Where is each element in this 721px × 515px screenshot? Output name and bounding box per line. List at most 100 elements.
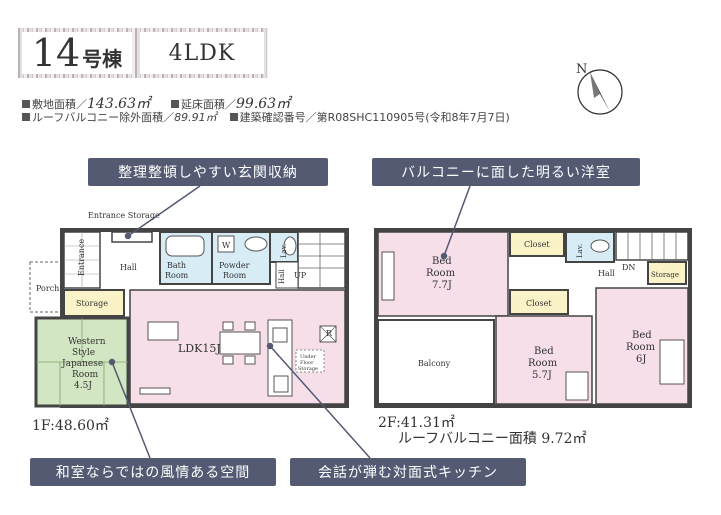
land-area-value: 143.63㎡ bbox=[87, 96, 150, 112]
label-jp-3: Japanese bbox=[61, 359, 103, 369]
label-closet-2: Closet bbox=[526, 299, 552, 308]
compass-icon: N bbox=[576, 62, 623, 115]
storage-2f bbox=[647, 261, 687, 285]
label-bed2-2: Room bbox=[528, 358, 558, 369]
label-entrance: Entrance bbox=[77, 239, 86, 276]
label-entrance-storage: Entrance Storage bbox=[88, 211, 160, 220]
label-jp-5: 4.5J bbox=[74, 381, 92, 391]
label-bath-2: Room bbox=[165, 271, 189, 280]
ldk-room bbox=[129, 289, 346, 405]
hall-small-1f bbox=[275, 261, 299, 289]
spec-line-2: ルーフバルコニー除外面積／89.91㎡ 建築確認番号／第R08SHC110905… bbox=[22, 109, 510, 125]
callout-japanese-room: 和室ならではの風情ある空間 bbox=[30, 458, 276, 486]
label-bed3-2: Room bbox=[626, 342, 656, 353]
bedroom-2 bbox=[495, 315, 593, 405]
stove-icon bbox=[273, 375, 289, 393]
label-storage-2f: Storage bbox=[651, 271, 679, 279]
callout-entrance-storage: 整理整頓しやすい玄関収納 bbox=[88, 158, 328, 186]
bed-3-furniture bbox=[659, 339, 685, 385]
permit-label: 建築確認番号／ bbox=[239, 111, 317, 124]
lavatory-2f bbox=[565, 231, 615, 263]
label-bed2-1: Bed bbox=[534, 346, 554, 357]
closet-2 bbox=[509, 289, 569, 315]
stair-treads-2f bbox=[627, 232, 677, 260]
bullet-square-icon bbox=[171, 100, 179, 108]
label-hall-1f: Hall bbox=[120, 263, 137, 272]
label-lav-1f: Lav. bbox=[280, 244, 288, 258]
label-bed1-1: Bed bbox=[432, 256, 452, 267]
label-bed1-3: 7.7J bbox=[432, 280, 452, 291]
callout-bright-bedroom: バルコニーに面した明るい洋室 bbox=[372, 158, 640, 186]
label-hall-2f: Hall bbox=[598, 269, 615, 278]
closet-1 bbox=[509, 231, 565, 257]
label-bed3-3: 6J bbox=[636, 354, 646, 365]
label-under-3: Storage bbox=[298, 366, 318, 372]
label-porch: Porch bbox=[36, 284, 59, 293]
kitchen-sink-icon bbox=[272, 327, 288, 343]
bullet-square-icon bbox=[22, 113, 30, 121]
label-jp-1: Western bbox=[68, 337, 106, 347]
porch-area bbox=[29, 261, 65, 313]
roof-balcony-value: 89.91㎡ bbox=[174, 111, 217, 124]
label-r: R bbox=[326, 329, 333, 338]
lot-number-box: 14 号棟 bbox=[22, 32, 132, 74]
land-area-label: 敷地面積／ bbox=[32, 98, 87, 111]
under-floor-storage bbox=[295, 349, 325, 373]
label-storage-1f: Storage bbox=[76, 299, 108, 308]
permit-value: 第R08SHC110905号(令和8年7月7日) bbox=[316, 111, 510, 124]
floor2-area: 2F:41.31㎡ bbox=[378, 415, 455, 431]
label-bed3-1: Bed bbox=[632, 330, 652, 341]
callout-leader-lines bbox=[108, 185, 471, 459]
floor1-plan: Entrance Storage Entrance Porch Hall Bat… bbox=[29, 211, 349, 408]
callout-kitchen: 会話が弾む対面式キッチン bbox=[290, 458, 526, 486]
bedroom-1 bbox=[377, 231, 509, 317]
label-ldk: LDK15J bbox=[178, 342, 221, 355]
tv-board bbox=[139, 387, 171, 395]
label-under-1: Under bbox=[300, 354, 317, 360]
bullet-square-icon bbox=[22, 100, 30, 108]
entrance-tiles bbox=[64, 232, 100, 288]
roof-balcony-label: ルーフバルコニー除外面積／ bbox=[32, 111, 175, 124]
stair-treads bbox=[298, 232, 345, 288]
floor-area-label: 延床面積／ bbox=[181, 98, 236, 111]
label-bed2-3: 5.7J bbox=[532, 370, 552, 381]
spec-line-1: 敷地面積／143.63㎡ 延床面積／99.63㎡ bbox=[22, 93, 290, 113]
sofa bbox=[147, 321, 179, 341]
floor1-area: 1F:48.60㎡ bbox=[32, 418, 109, 434]
label-up: UP bbox=[294, 271, 307, 280]
sink-icon bbox=[244, 236, 268, 252]
dining-chairs bbox=[222, 321, 256, 365]
label-dn: DN bbox=[622, 263, 635, 272]
lot-suffix: 号棟 bbox=[82, 47, 123, 71]
label-jp-2: Style bbox=[72, 348, 95, 358]
label-powder-1: Powder bbox=[219, 261, 250, 270]
label-bath-1: Bath bbox=[167, 261, 186, 270]
toilet-2f-icon bbox=[590, 239, 610, 253]
floor-area-value: 99.63㎡ bbox=[236, 96, 291, 112]
balcony bbox=[377, 319, 495, 405]
storage-1f bbox=[63, 289, 125, 317]
label-closet-1: Closet bbox=[524, 240, 550, 249]
entrance-storage-cabinet bbox=[111, 231, 153, 243]
label-bed1-2: Room bbox=[426, 268, 456, 279]
label-jp-4: Room bbox=[72, 370, 99, 380]
bathtub-icon bbox=[165, 235, 205, 257]
lot-number: 14 bbox=[31, 31, 81, 75]
label-powder-2: Room bbox=[223, 271, 247, 280]
floor2-plan: Bed Room 7.7J Closet Lav. Hall DN Storag… bbox=[374, 228, 692, 408]
bullet-square-icon bbox=[229, 113, 238, 121]
bed-1-furniture bbox=[381, 251, 395, 301]
label-washer: W bbox=[222, 241, 231, 250]
toilet-icon bbox=[283, 236, 297, 256]
dining-table bbox=[219, 331, 261, 355]
washer-icon bbox=[217, 235, 235, 253]
layout-type: 4LDK bbox=[140, 32, 264, 74]
label-balcony: Balcony bbox=[418, 359, 451, 368]
label-lav-2f: Lav. bbox=[576, 244, 584, 258]
roof-balcony-area: ルーフバルコニー面積 9.72㎡ bbox=[398, 431, 587, 447]
label-under-2: Floor bbox=[300, 360, 314, 366]
stairs-1f bbox=[297, 231, 346, 289]
compass-north-label: N bbox=[576, 62, 587, 77]
bed-2-furniture bbox=[565, 371, 589, 401]
